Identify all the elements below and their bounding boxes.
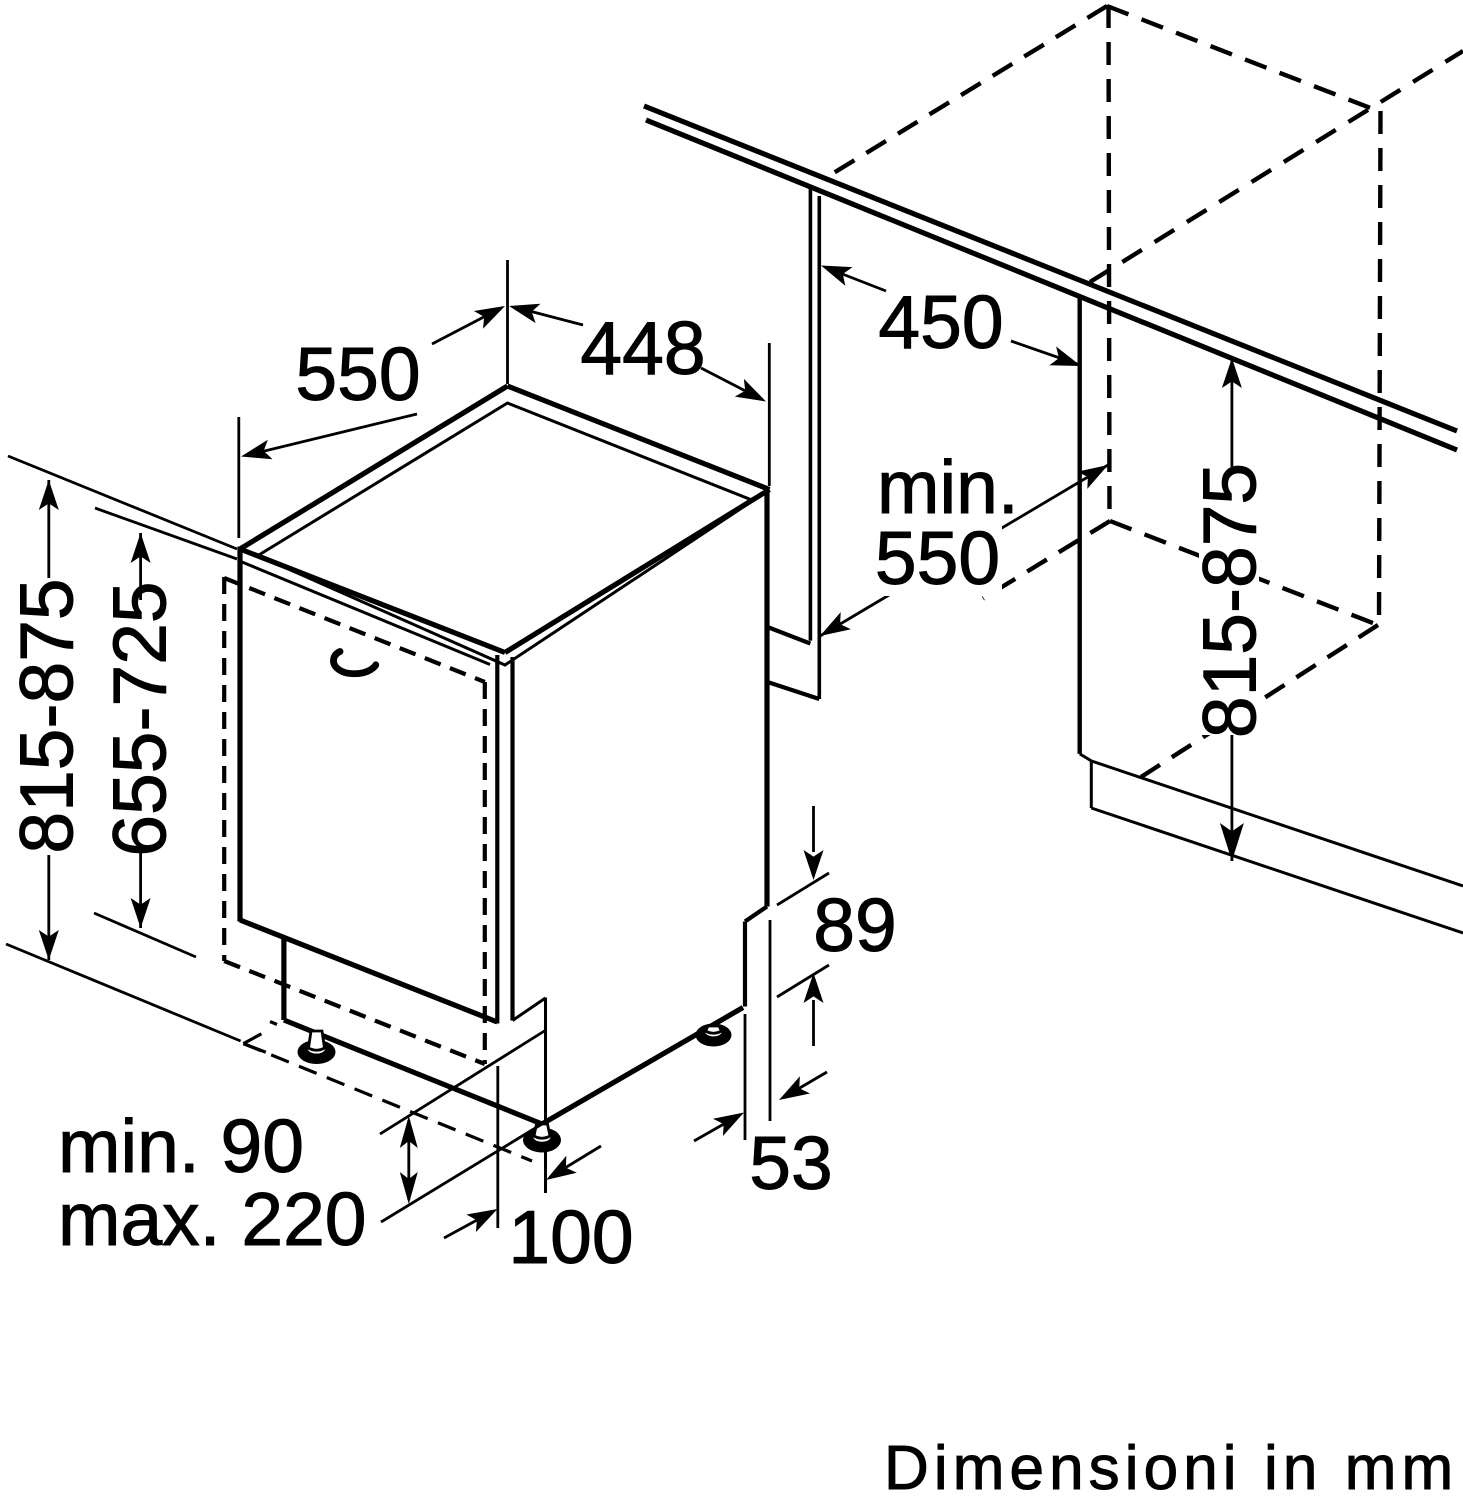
svg-text:min. 90: min. 90 — [58, 1104, 304, 1188]
svg-text:550: 550 — [875, 516, 1000, 600]
svg-text:550: 550 — [295, 332, 420, 416]
svg-text:655-725: 655-725 — [98, 581, 182, 856]
svg-text:450: 450 — [878, 280, 1003, 364]
svg-text:815-875: 815-875 — [5, 578, 89, 853]
svg-text:min.: min. — [877, 445, 1019, 529]
svg-text:53: 53 — [749, 1121, 832, 1205]
svg-text:815-875: 815-875 — [1188, 463, 1272, 738]
svg-text:Dimensioni in mm: Dimensioni in mm — [884, 1434, 1458, 1500]
svg-text:89: 89 — [813, 883, 896, 967]
svg-text:448: 448 — [580, 306, 705, 390]
svg-text:max. 220: max. 220 — [58, 1177, 367, 1261]
svg-text:100: 100 — [508, 1195, 633, 1279]
